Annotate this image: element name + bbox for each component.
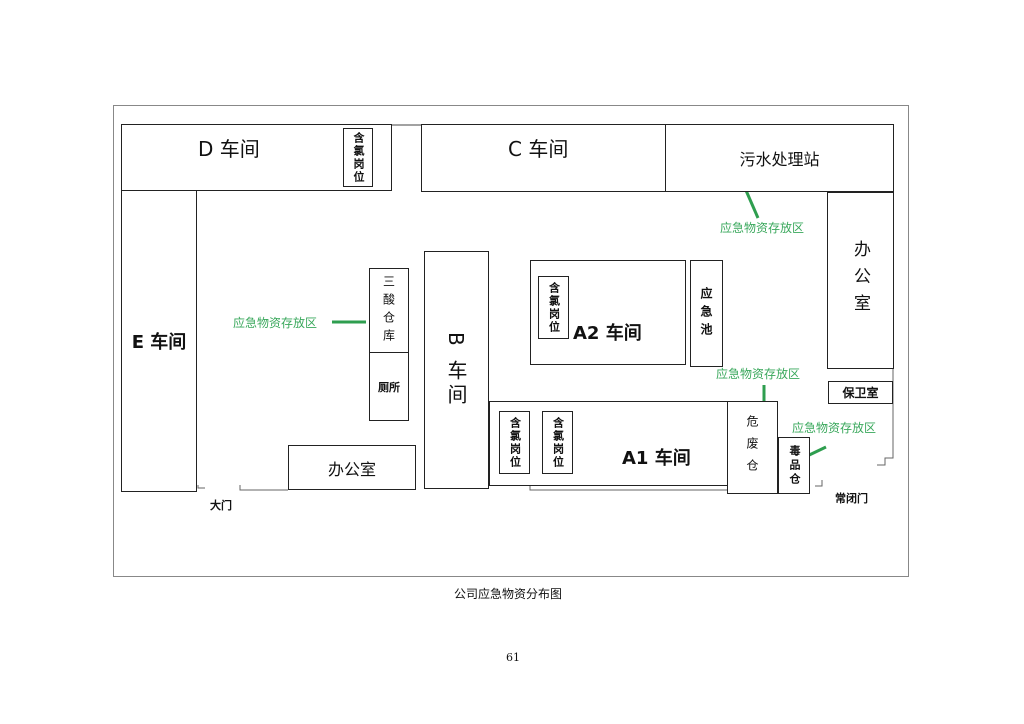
main-gate-label: 大门 [210,499,232,512]
chlorine-post-a1-1: 含氯岗位 [499,411,530,474]
emergency-storage-label-2: 应急物资存放区 [720,221,805,235]
guard-room: 保卫室 [828,381,893,404]
emergency-storage-label-3: 应急物资存放区 [716,367,801,381]
c-workshop: C 车间 [421,124,666,192]
sewage-station: 污水处理站 [665,124,894,192]
chlorine-post-d: 含氯岗位 [343,128,373,187]
emergency-storage-label-4: 应急物资存放区 [792,421,877,435]
page-number: 61 [506,651,520,664]
acid-warehouse: 三酸仓库 [369,268,409,353]
sewage-station-label: 污水处理站 [739,150,820,169]
figure-caption: 公司应急物资分布图 [454,587,563,601]
chlorine-post-a2: 含氯岗位 [538,276,569,339]
b-workshop: B 车间 [424,251,489,489]
d-workshop-label: D 车间 [198,137,260,161]
a2-workshop-label: A2 车间 [573,323,642,344]
toilet: 厕所 [369,352,409,421]
closed-gate-label: 常闭门 [835,492,868,505]
emergency-storage-label-1: 应急物资存放区 [233,316,318,330]
office-bottom: 办公室 [288,445,416,490]
toxic-warehouse: 毒品仓 [778,437,810,494]
e-workshop: E 车间 [121,190,197,492]
b-workshop-label: B 车间 [444,331,468,409]
emergency-pool: 应急池 [690,260,723,367]
site-map-frame [113,105,909,577]
office-right: 办公室 [827,192,894,369]
hazwaste-warehouse: 危废仓 [727,401,778,494]
e-workshop-label: E 车间 [131,332,187,353]
a1-workshop-label: A1 车间 [622,448,691,469]
c-workshop-label: C 车间 [508,137,569,161]
chlorine-post-a1-2: 含氯岗位 [542,411,573,474]
